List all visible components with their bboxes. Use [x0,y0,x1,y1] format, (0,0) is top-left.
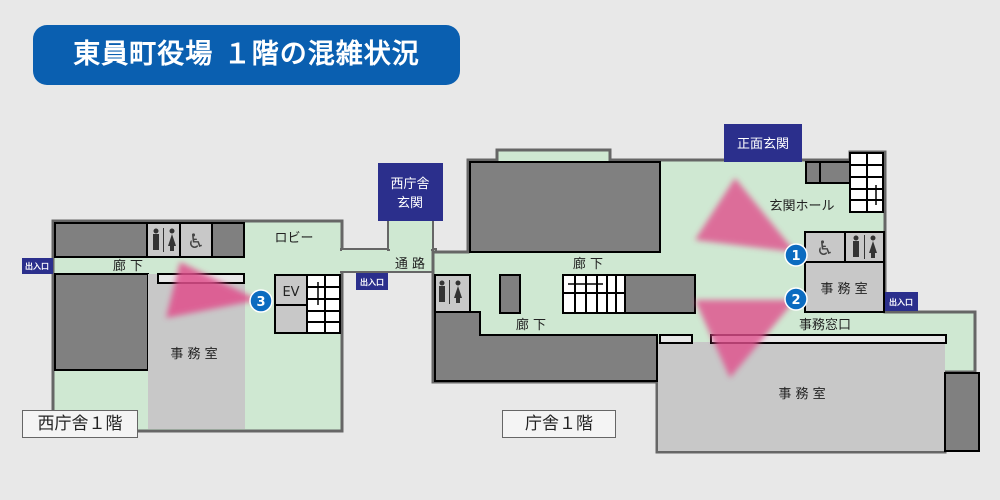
svg-text:1: 1 [791,249,800,264]
svg-text:出入口: 出入口 [360,277,384,287]
counter [710,334,947,344]
label-elevator: EV [282,285,299,300]
label-office-small: 事 務 室 [820,281,867,297]
marker-1[interactable]: 1 [784,243,808,267]
wheelchair-icon: ♿ [187,229,205,253]
svg-text:出入口: 出入口 [25,261,49,271]
label-office-large: 事 務 室 [778,386,825,402]
main-dark-room [624,274,696,314]
svg-text:出入口: 出入口 [889,297,913,307]
west-dark-room [211,222,245,258]
main-accessible-toilet [804,231,846,263]
main-dark-pillar [499,274,521,314]
main-stairs-icon [562,274,626,314]
svg-text:西庁舎: 西庁舎 [390,177,429,192]
svg-text:3: 3 [256,295,265,310]
exit-label-passage: 出入口 [356,273,388,290]
congestion-cone-3 [166,262,258,318]
main-dark-room [469,161,661,253]
main-dark-room [434,311,658,382]
svg-text:2: 2 [791,293,800,308]
congestion-cone-2 [695,300,795,378]
large-office [658,342,945,451]
west-dark-room [54,273,149,371]
elevator [274,274,308,306]
small-office [804,261,885,313]
front-entrance-label: 正面玄関 [724,124,802,162]
west-stairs-icon [306,274,341,334]
marker-3[interactable]: 3 [249,289,273,313]
label-corridor-lower: 廊 下 [516,317,546,333]
counter [659,334,693,344]
label-office-window: 事務窓口 [799,317,851,333]
page-title: 東員町役場 １階の混雑状況 [33,25,460,85]
exit-label-west: 出入口 [22,258,53,274]
congestion-cone-1 [695,178,795,252]
label-entrance-hall: 玄関ホール [769,199,834,214]
wheelchair-icon: ♿ [816,236,834,260]
svg-text:玄関: 玄関 [397,196,423,211]
label-corridor-west: 廊 下 [113,258,143,274]
west-dark-room [54,222,148,258]
main-dark-room [805,161,821,184]
main-dark-room [944,372,980,452]
entrance-stairs-icon [849,152,884,213]
main-dark-room [819,161,851,184]
floor-label-west: 西庁舎１階 [22,410,138,438]
elevator-lower [274,304,308,334]
label-corridor-main: 廊 下 [573,256,603,272]
label-lobby: ロビー [274,231,313,246]
svg-text:正面玄関: 正面玄関 [737,137,789,152]
toilet-icon [153,228,877,304]
floor-label-main: 庁舎１階 [502,410,616,438]
label-passage: 通 路 [395,256,425,272]
marker-2[interactable]: 2 [784,287,808,311]
exit-label-east: 出入口 [885,292,918,311]
label-office-west: 事 務 室 [170,346,217,362]
west-entrance-label: 西庁舎 玄関 [378,163,443,221]
